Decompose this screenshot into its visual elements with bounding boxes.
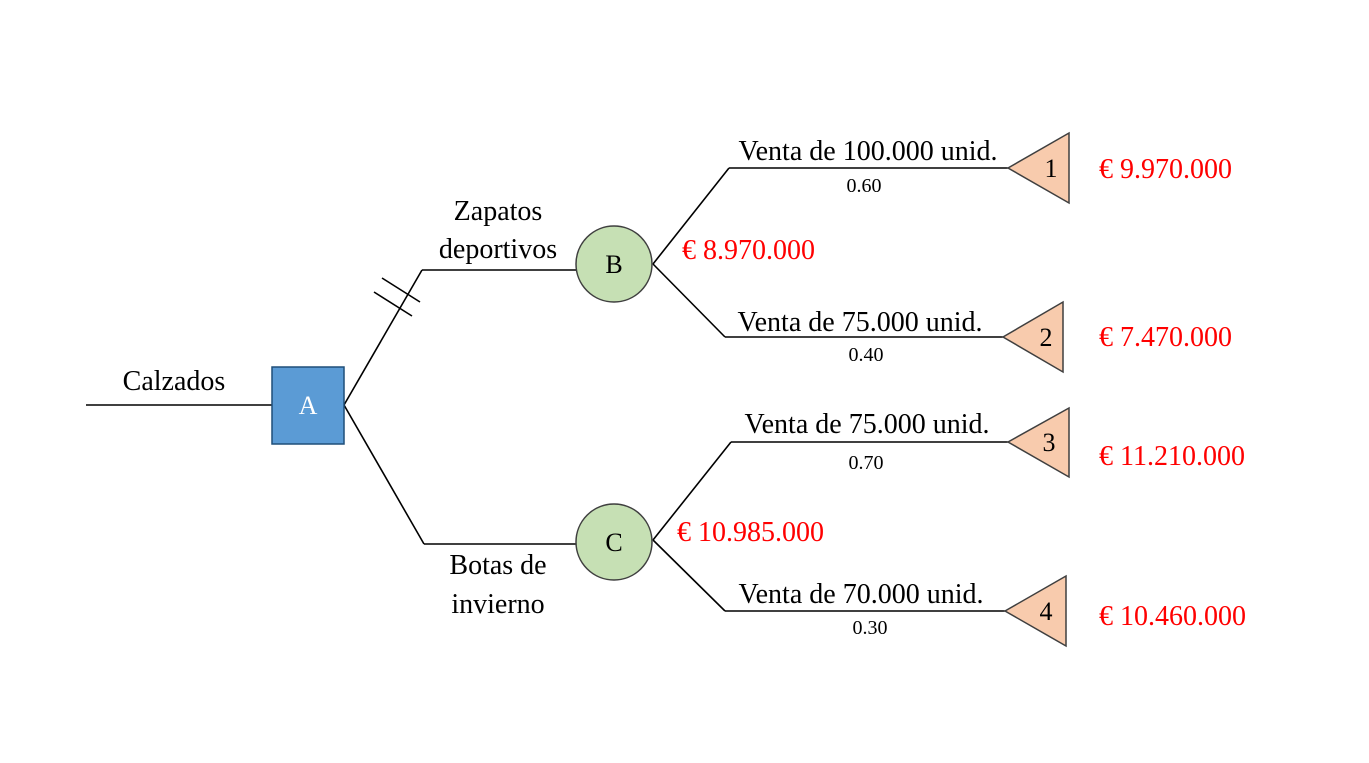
chance-node-b-expected-value: € 8.970.000 [682, 235, 815, 266]
terminal-node-4[interactable]: 4 [1003, 574, 1067, 648]
payoff-3-value: € 11.210.000 [1099, 441, 1245, 472]
decision-node-label: A [299, 391, 318, 420]
chance-node-c-circle [575, 503, 653, 581]
payoff-4-value: € 10.460.000 [1099, 601, 1246, 632]
outcome-1-label: Venta de 100.000 unid. [739, 136, 998, 167]
terminal-node-3[interactable]: 3 [1006, 406, 1070, 479]
branch-c-label-line2: invierno [451, 589, 544, 620]
branch-c-label-line1: Botas de [449, 550, 546, 581]
terminal-node-4-triangle [1003, 574, 1067, 648]
prune-slash-1 [373, 291, 413, 317]
outcome-2-label: Venta de 75.000 unid. [738, 307, 983, 338]
branch-b-label-line2: deportivos [439, 234, 557, 265]
edge-b-to-1-diagonal [652, 167, 730, 265]
edge-c-to-3-diagonal [652, 441, 732, 541]
root-label: Calzados [123, 366, 226, 397]
terminal-node-4-label: 4 [1040, 597, 1053, 626]
chance-node-b[interactable]: B [575, 225, 653, 303]
edge-a-to-b-diagonal [343, 269, 423, 406]
terminal-node-2-triangle [1001, 300, 1064, 374]
chance-node-b-circle [575, 225, 653, 303]
terminal-node-2-label: 2 [1040, 323, 1053, 352]
terminal-node-3-label: 3 [1043, 428, 1056, 457]
terminal-node-3-triangle [1006, 406, 1070, 479]
outcome-1-probability: 0.60 [847, 175, 882, 197]
outcome-4-label: Venta de 70.000 unid. [739, 579, 984, 610]
decision-node-square [271, 366, 345, 445]
outcome-3-label: Venta de 75.000 unid. [745, 409, 990, 440]
chance-node-c-expected-value: € 10.985.000 [677, 517, 824, 548]
terminal-node-1[interactable]: 1 [1006, 131, 1070, 205]
decision-node[interactable]: A [271, 366, 345, 445]
edge-c-to-4-diagonal [652, 539, 726, 612]
payoff-2-value: € 7.470.000 [1099, 322, 1232, 353]
outcome-3-probability: 0.70 [849, 452, 884, 474]
payoff-1-value: € 9.970.000 [1099, 154, 1232, 185]
terminal-node-1-label: 1 [1045, 154, 1058, 183]
chance-node-c-label: C [605, 528, 622, 557]
tree-edges [86, 167, 1010, 612]
terminal-node-1-triangle [1006, 131, 1070, 205]
terminal-node-2[interactable]: 2 [1001, 300, 1064, 374]
pruned-branch-mark [373, 277, 421, 317]
outcome-4-probability: 0.30 [853, 617, 888, 639]
prune-slash-2 [381, 277, 421, 303]
edge-b-to-2-diagonal [652, 263, 726, 338]
branch-b-label-line1: Zapatos [454, 196, 543, 227]
edge-a-to-c-diagonal [343, 404, 425, 545]
outcome-2-probability: 0.40 [849, 344, 884, 366]
chance-node-b-label: B [605, 250, 622, 279]
chance-node-c[interactable]: C [575, 503, 653, 581]
